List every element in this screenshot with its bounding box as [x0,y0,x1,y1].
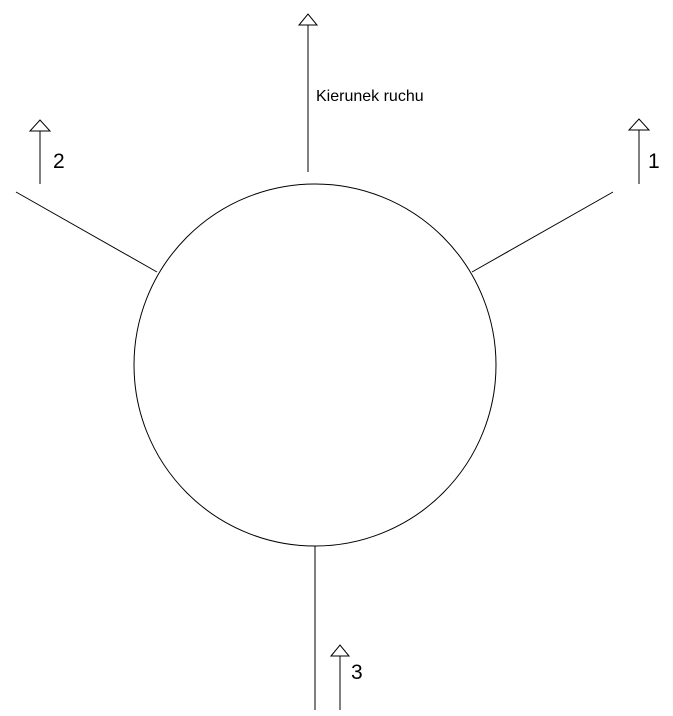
road-2-arrowhead [28,119,52,132]
road-1-label: 1 [648,150,660,173]
road-3-label: 3 [351,661,363,684]
road-1-arrowhead [627,118,651,131]
road-3-arrowhead [329,644,351,657]
roundabout-circle [133,183,497,547]
road-1-line [471,191,614,273]
road-2-line [15,191,158,273]
road-1-arrow [627,118,651,184]
road-3-arrow [329,644,351,710]
direction-arrow [297,13,319,172]
direction-label: Kierunek ruchu [316,88,424,105]
direction-arrowhead [297,13,319,26]
road-2-label: 2 [53,150,65,173]
road-2-arrow [28,119,52,184]
